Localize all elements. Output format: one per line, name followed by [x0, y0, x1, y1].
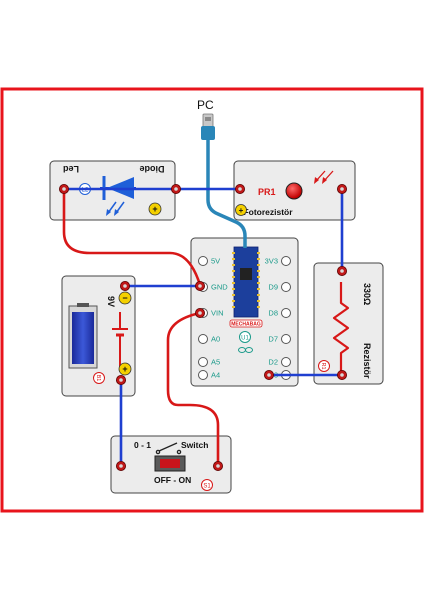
switch-id-text: S1 — [203, 484, 211, 490]
pin-label-3v3: 3V3 — [265, 257, 278, 266]
led-module[interactable]: Led Diode L2 + — [49, 160, 176, 221]
switch-state-label: OFF - ON — [154, 475, 191, 485]
terminal-post-hole — [340, 373, 344, 377]
pin-label-a0: A0 — [211, 335, 220, 344]
switch-module[interactable]: 0 - 1 Switch OFF - ON S1 — [110, 435, 232, 494]
usb-plug-icon — [201, 113, 215, 140]
pin-socket-d7[interactable] — [281, 334, 291, 344]
pin-label-a4: A4 — [211, 371, 220, 380]
pin-label-a5: A5 — [211, 358, 220, 367]
terminal-post-hole — [340, 187, 344, 191]
terminal-post-hole — [119, 464, 123, 468]
pin-label-d2: D2 — [268, 358, 278, 367]
pin-socket-3v3[interactable] — [281, 256, 291, 266]
battery-plus-text: + — [122, 364, 127, 374]
led-plus-text: + — [152, 204, 157, 214]
battery-minus-text: − — [122, 293, 127, 303]
battery-module[interactable]: 9V B1 − + — [61, 275, 136, 397]
pc-label: PC — [197, 98, 214, 112]
pin-label-d8: D8 — [268, 309, 278, 318]
resistor-module[interactable]: 330Ω Rezistör R1 — [313, 262, 384, 385]
pr-plus-badge — [235, 204, 247, 216]
battery-id-text: B1 — [95, 375, 101, 382]
terminal-post-hole — [62, 187, 66, 191]
led-title: Led — [63, 164, 79, 174]
pin-label-d9: D9 — [268, 283, 278, 292]
resistor-title: Rezistör — [362, 343, 372, 379]
maker-logo-text: MECHABAG — [231, 322, 261, 328]
battery-symbol-icon — [112, 312, 128, 368]
pin-label-vin: VIN — [211, 309, 224, 318]
terminal-post-hole — [174, 187, 178, 191]
photoresistor-title: Fotorezistör — [243, 207, 293, 217]
resistor-id-text: R1 — [320, 362, 326, 369]
led-plus-badge — [148, 202, 162, 216]
switch-title: Switch — [181, 440, 208, 450]
terminal-post-hole — [267, 373, 271, 377]
wire-led-to-gnd — [62, 187, 202, 287]
resistor-id-badge — [318, 360, 330, 372]
terminal-post-hole — [119, 378, 123, 382]
battery-plus-badge — [118, 362, 132, 376]
diode-label: Diode — [139, 164, 164, 174]
outer-frame — [0, 87, 424, 513]
terminal-post-hole — [340, 269, 344, 273]
pin-socket-5v[interactable] — [198, 256, 208, 266]
switch-range: 0 - 1 — [134, 440, 151, 450]
led-id-text: L2 — [82, 188, 89, 194]
terminal-post-hole — [198, 284, 202, 288]
battery-minus-badge — [118, 291, 132, 305]
resistor-value: 330Ω — [362, 283, 372, 305]
switch-symbol-icon — [155, 442, 182, 455]
arduino-infinity-icon — [238, 347, 253, 353]
arduino-nano-board — [232, 246, 260, 318]
switch-id-badge — [201, 479, 213, 491]
battery-id-badge — [93, 372, 105, 384]
photoresistor-icon — [285, 182, 303, 200]
switch-toggle[interactable] — [154, 455, 186, 472]
terminals — [59, 183, 347, 471]
pin-socket-a4[interactable] — [198, 370, 208, 380]
pin-socket-a0[interactable] — [198, 334, 208, 344]
pin-label-5v: 5V — [211, 257, 220, 266]
arduino-id-badge — [239, 331, 251, 343]
pin-socket-d8[interactable] — [281, 308, 291, 318]
pin-socket-d2[interactable] — [281, 357, 291, 367]
usb-cable — [206, 140, 247, 248]
pin-socket-d9[interactable] — [281, 282, 291, 292]
photoresistor-module[interactable]: PR1 Fotorezistör + — [233, 160, 356, 221]
light-arrows-icon — [314, 170, 334, 184]
terminal-post-hole — [238, 187, 242, 191]
wires — [62, 187, 345, 468]
terminal-post-hole — [216, 464, 220, 468]
pr-part-label: PR1 — [258, 187, 276, 197]
terminal-post-hole — [123, 284, 127, 288]
battery-voltage: 9V — [106, 296, 116, 307]
maker-logo: MECHABAG — [229, 319, 263, 328]
pr-plus-text: + — [239, 206, 244, 215]
battery-icon — [68, 303, 98, 369]
pin-label-gnd: GND — [211, 283, 228, 292]
pin-label-d7: D7 — [268, 335, 278, 344]
pin-socket-a5[interactable] — [198, 357, 208, 367]
light-emission-icon — [106, 201, 125, 216]
resistor-zigzag-icon — [332, 282, 350, 374]
wire-switch-to-vin — [166, 311, 220, 468]
arduino-id-text: U1 — [241, 336, 249, 342]
terminal-post-hole — [198, 311, 202, 315]
